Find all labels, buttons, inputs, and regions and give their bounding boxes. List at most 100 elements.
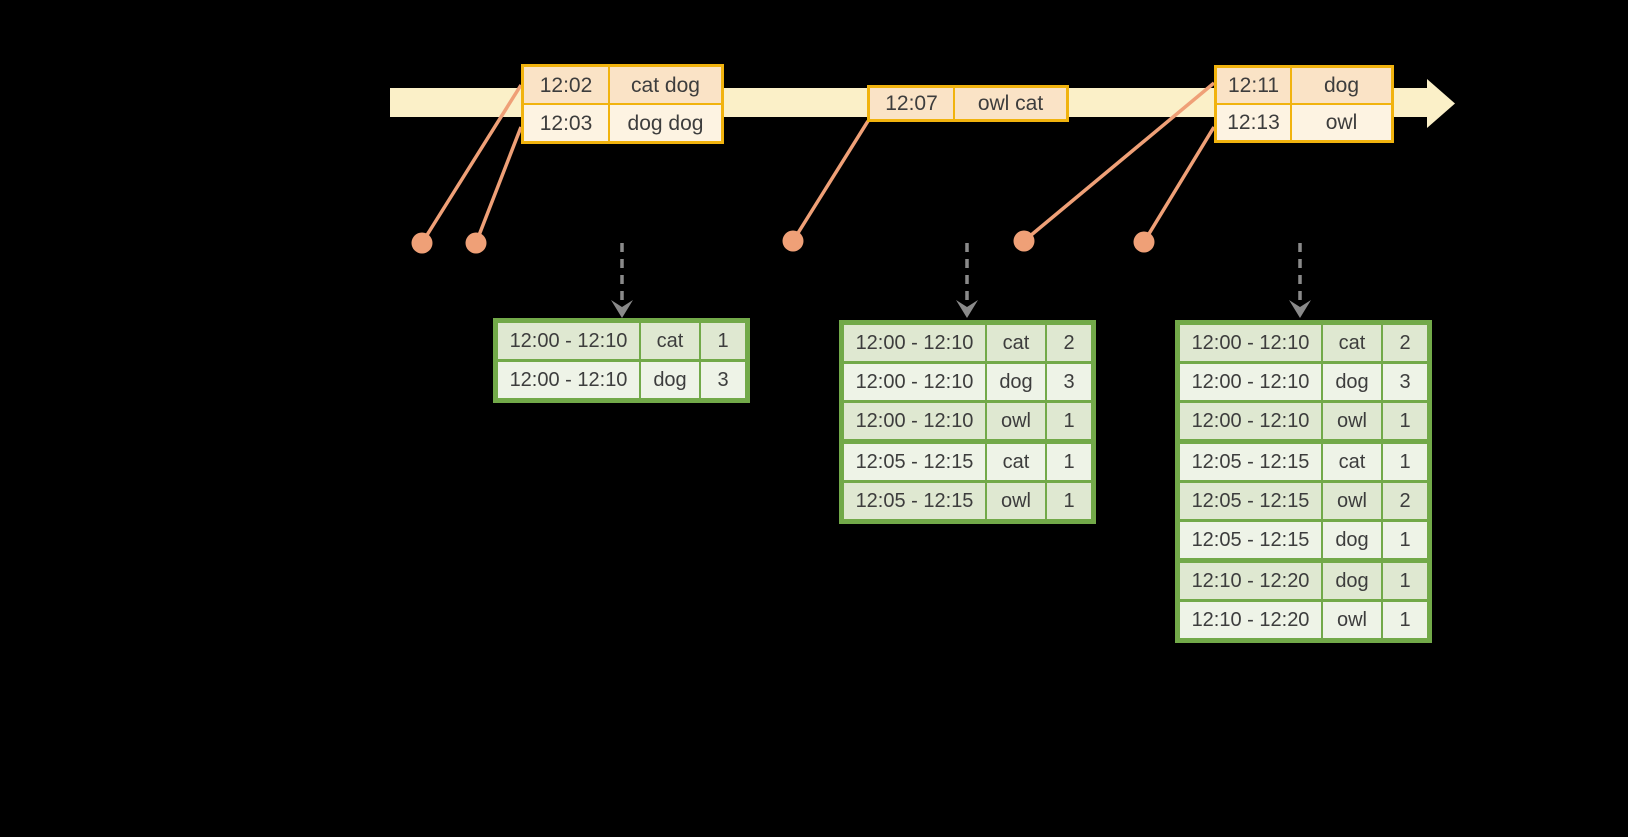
result-count: 1 [1045,444,1091,480]
result-count: 1 [1381,563,1427,599]
timeline-arrowhead-icon [1427,79,1455,128]
result-word: owl [985,483,1045,519]
result-window: 12:00 - 12:10 [1180,403,1321,439]
result-count: 1 [1045,403,1091,439]
event-dot [782,230,804,252]
result-word: owl [1321,602,1381,638]
event-time: 12:02 [524,67,608,103]
result-window: 12:00 - 12:10 [1180,364,1321,400]
result-word: dog [1321,563,1381,599]
trigger-arrowhead-icon [956,300,978,318]
result-count: 1 [1381,602,1427,638]
event-words: owl [1290,105,1391,140]
event-time: 12:13 [1217,105,1290,140]
trigger-arrowhead-icon [611,300,633,318]
result-word: dog [985,364,1045,400]
result-count: 1 [1381,444,1427,480]
result-count: 3 [1381,364,1427,400]
event-words: cat dog [608,67,721,103]
result-count: 2 [1045,325,1091,361]
result-word: owl [1321,403,1381,439]
result-word: owl [1321,483,1381,519]
result-count: 3 [1045,364,1091,400]
result-word: cat [1321,325,1381,361]
result-window: 12:05 - 12:15 [844,444,985,480]
result-window: 12:05 - 12:15 [1180,483,1321,519]
result-word: owl [985,403,1045,439]
connector-line [474,126,523,244]
result-word: cat [1321,444,1381,480]
result-window: 12:05 - 12:15 [1180,444,1321,480]
connector-line [1022,81,1216,243]
result-word: cat [985,444,1045,480]
event-time: 12:11 [1217,68,1290,103]
connector-line [1142,126,1216,243]
result-count: 1 [699,323,745,359]
result-count: 2 [1381,483,1427,519]
result-word: dog [1321,364,1381,400]
trigger-arrowhead-icon [1289,300,1311,318]
event-words: dog dog [608,105,721,141]
connector-line [420,84,523,244]
event-time: 12:07 [870,88,953,119]
result-window: 12:00 - 12:10 [844,325,985,361]
event-dot [465,232,487,254]
result-count: 1 [1045,483,1091,519]
result-word: cat [639,323,699,359]
event-words: owl cat [953,88,1066,119]
connector-line [791,120,870,242]
result-word: dog [1321,522,1381,558]
result-count: 2 [1381,325,1427,361]
result-window: 12:00 - 12:10 [844,403,985,439]
result-window: 12:00 - 12:10 [1180,325,1321,361]
result-word: cat [985,325,1045,361]
event-dot [411,232,433,254]
result-word: dog [639,362,699,398]
result-count: 1 [1381,403,1427,439]
result-count: 3 [699,362,745,398]
event-dot [1013,230,1035,252]
result-window: 12:05 - 12:15 [1180,522,1321,558]
result-window: 12:10 - 12:20 [1180,563,1321,599]
result-window: 12:00 - 12:10 [498,323,639,359]
event-dot [1133,231,1155,253]
event-time: 12:03 [524,105,608,141]
result-window: 12:05 - 12:15 [844,483,985,519]
result-window: 12:00 - 12:10 [844,364,985,400]
event-words: dog [1290,68,1391,103]
result-count: 1 [1381,522,1427,558]
